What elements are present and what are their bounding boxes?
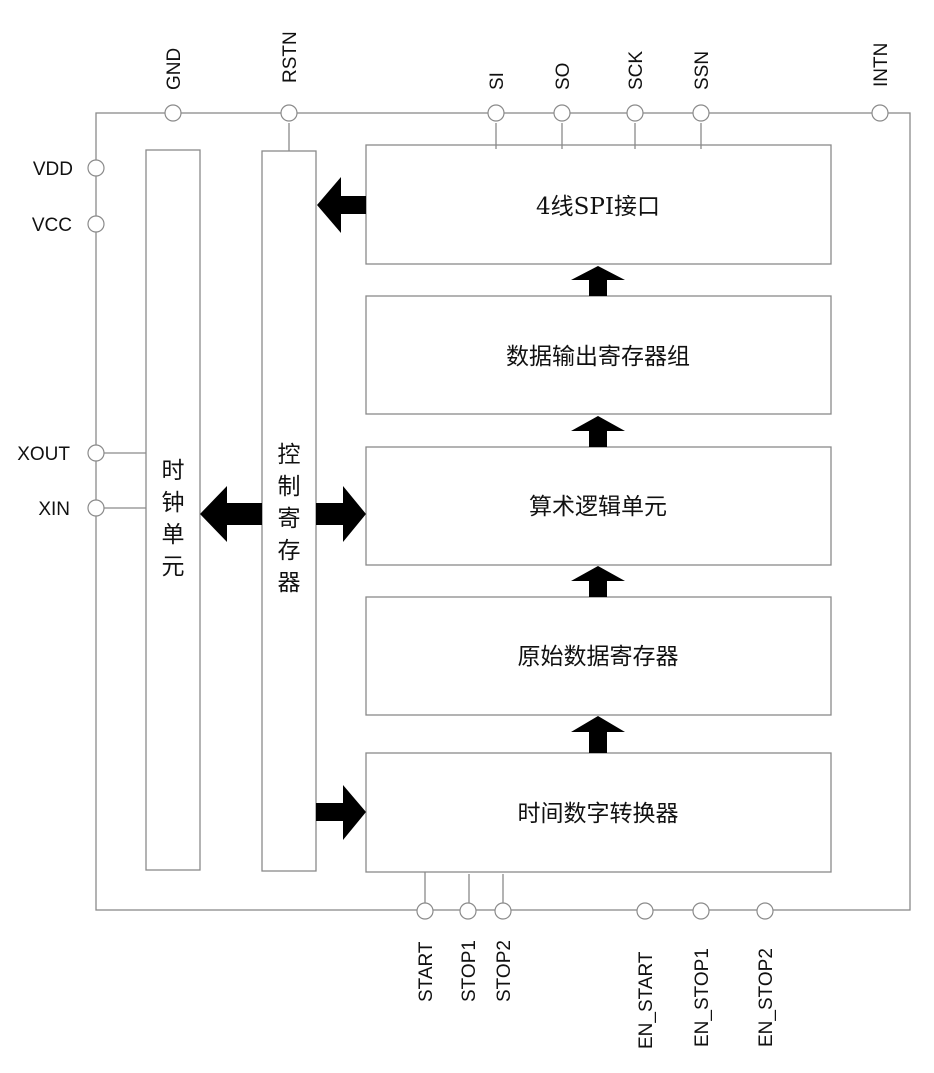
pin-si (487, 104, 505, 122)
label-so: SO (553, 63, 574, 90)
label-rstn: RSTN (280, 31, 301, 83)
label-xout: XOUT (17, 444, 70, 465)
label-xin: XIN (38, 499, 70, 520)
clock-unit-char-4: 元 (162, 554, 185, 580)
label-vcc: VCC (32, 215, 72, 236)
clock-unit-char-2: 钟 (162, 490, 185, 516)
label-gnd: GND (164, 48, 185, 90)
raw-data-register-label: 原始数据寄存器 (518, 644, 679, 670)
spi-label: 4线SPI接口 (536, 194, 660, 220)
pin-vcc (87, 215, 105, 233)
arrow-raw-to-alu-icon (571, 566, 625, 597)
alu-block (365, 446, 832, 566)
label-si: SI (487, 72, 508, 90)
alu-label: 算术逻辑单元 (529, 494, 667, 520)
pin-ssn (692, 104, 710, 122)
label-stop2: STOP2 (494, 940, 515, 1002)
pin-intn (871, 104, 889, 122)
label-en-stop2: EN_STOP2 (756, 948, 777, 1047)
pin-en-start (636, 902, 654, 920)
pin-en-stop1 (692, 902, 710, 920)
output-registers-block (365, 295, 832, 415)
pin-sck (626, 104, 644, 122)
output-registers-label: 数据输出寄存器组 (506, 344, 690, 370)
pin-gnd (164, 104, 182, 122)
pin-xin (87, 499, 105, 517)
pin-stop1 (459, 902, 477, 920)
label-en-start: EN_START (636, 951, 657, 1049)
tdc-block (365, 752, 832, 873)
label-stop1: STOP1 (459, 940, 480, 1002)
control-register-char-2: 制 (278, 474, 301, 500)
control-register-char-3: 寄 (278, 506, 301, 532)
pin-xout (87, 444, 105, 462)
clock-unit-block (145, 149, 201, 871)
arrow-tdc-to-raw-icon (571, 716, 625, 753)
control-register-block (261, 150, 317, 872)
control-register-char-1: 控 (278, 442, 301, 468)
pin-so (553, 104, 571, 122)
raw-data-register-block (365, 596, 832, 716)
pin-rstn (280, 104, 298, 122)
arrow-control-to-clock-icon (200, 486, 262, 542)
label-start: START (416, 941, 437, 1002)
clock-unit-char-3: 单 (162, 522, 185, 548)
pin-en-stop2 (756, 902, 774, 920)
pin-vdd (87, 159, 105, 177)
label-vdd: VDD (33, 159, 73, 180)
pin-stop2 (494, 902, 512, 920)
arrow-alu-to-output-icon (571, 416, 625, 447)
arrow-control-to-tdc-icon (316, 785, 366, 840)
tdc-label: 时间数字转换器 (518, 801, 679, 827)
label-sck: SCK (626, 51, 647, 90)
arrow-output-to-spi-icon (571, 266, 625, 296)
clock-unit-char-1: 时 (162, 458, 185, 484)
spi-block (365, 144, 832, 265)
label-ssn: SSN (692, 51, 713, 90)
control-register-char-5: 器 (278, 570, 301, 596)
arrow-spi-to-control-icon (317, 177, 366, 233)
label-intn: INTN (871, 43, 892, 87)
control-register-char-4: 存 (278, 538, 301, 564)
label-en-stop1: EN_STOP1 (692, 948, 713, 1047)
pin-start (416, 902, 434, 920)
arrow-control-to-alu-icon (316, 486, 366, 542)
